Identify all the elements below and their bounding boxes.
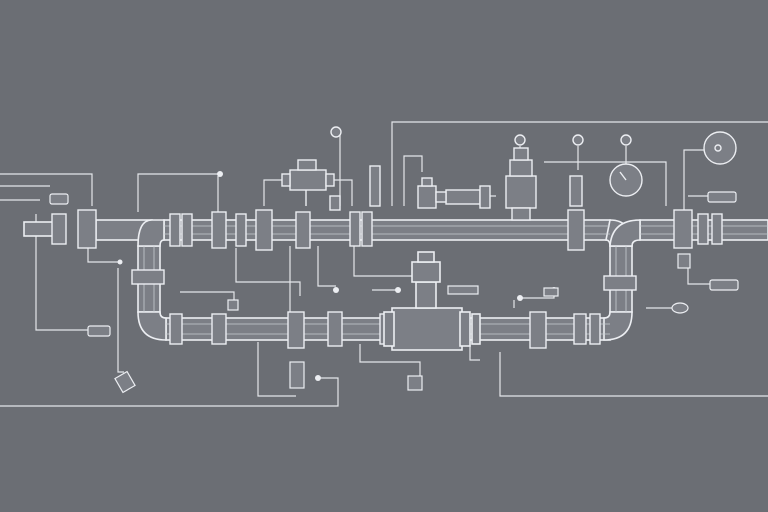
pressure-gauge-icon [620,134,632,146]
flange-icon [77,209,97,249]
sensor-icon [543,287,559,297]
signal-line-right-loop [317,246,336,287]
flange-icon [589,313,601,345]
signal-line-long-bottom [0,377,339,407]
valve-body [391,307,463,351]
pump-icon [417,185,437,209]
flanges [51,209,723,349]
signal-line-instr [235,248,301,296]
valve-icon [289,169,327,191]
sensor-icon [671,302,689,314]
signal-line-bottom-right [499,352,768,397]
flange-icon [673,209,693,249]
small-sensors [49,191,739,394]
sensor-icon [114,370,136,394]
flange-icon [603,275,637,291]
signal-line-bottom-box [257,342,296,397]
flange-icon [295,211,311,249]
top-instruments [281,147,583,221]
signal-line-left-top [0,173,93,206]
signal-line-right-frame [544,161,667,206]
sensor-icon [707,191,737,203]
sensor-icon [677,253,691,269]
pressure-gauge-icon [330,126,342,138]
signal-line-drop [117,268,124,373]
valve-flange-left [383,311,395,347]
pipe-upper-main [163,219,611,241]
pipe-elbow-lower-left [137,311,167,341]
signal-line-box-left [87,248,120,263]
flange-icon [327,311,343,347]
flange-icon [255,209,273,251]
flange-icon [711,213,723,245]
sensor-icon [407,375,423,391]
valve-flange-right-2 [471,313,481,345]
flange-icon [529,311,547,349]
pipe-elbow-right-top [609,219,641,247]
signal-line-top-left [137,173,220,212]
flange-icon [349,211,361,247]
signal-line-mid-drop [353,246,416,277]
signal-line-center-loop [359,344,421,380]
flange-icon [361,211,373,247]
pressure-gauge-icon [572,134,584,146]
flange-icon [131,269,165,285]
sensor-icon [227,299,239,311]
flange-icon [697,213,709,245]
valve-flange-right [459,311,471,347]
signal-line-left-loop [35,214,88,331]
flange-icon [181,213,193,247]
flange-icon [567,209,585,251]
flange-icon [211,211,227,249]
flange-icon [169,213,181,247]
flange-icon [169,313,183,345]
signal-line-top-inner [403,155,423,206]
signal-line-right-gauge [683,149,708,210]
flange-icon [573,313,587,345]
valve-stem [415,281,437,309]
sensor-icon [49,193,69,205]
sensor-icon [87,325,111,337]
flange-icon [51,213,67,245]
main-valve [383,251,481,351]
signal-line-top-frame [391,121,768,206]
flange-icon [235,213,247,247]
pressure-gauge-icon [514,134,526,146]
valve-top [417,251,435,263]
sensor-icon [569,175,583,207]
valve-actuator [411,261,441,283]
flange-icon [211,313,227,345]
flange-icon [287,311,305,349]
sensor-icon [289,361,305,389]
sensor-icon [709,279,739,291]
flow-meter-icon [505,175,537,209]
sensor-icon [369,165,381,207]
pipe-elbow-upper-left [137,219,165,247]
pipe-elbow-lower-right [603,311,633,341]
gauges [330,126,737,197]
sensor-icon [447,285,479,295]
